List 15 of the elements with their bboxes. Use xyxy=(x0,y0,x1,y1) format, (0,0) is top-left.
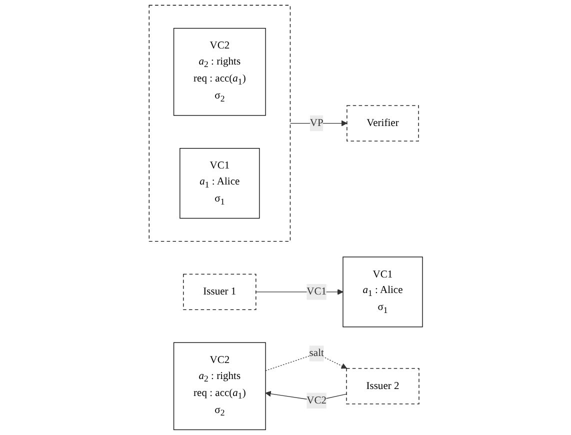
node-box: Verifier xyxy=(346,105,419,142)
cluster xyxy=(148,4,290,242)
node-box: VC1 a$_{1}$ : Alice σ$_{1}$ xyxy=(342,256,422,328)
node-box: VC2 a$_{2}$ : rights req : acc(a$_{1}$) σ$_{2}$ xyxy=(173,342,266,430)
arrow xyxy=(255,289,343,295)
node-box: VC1 a$_{1}$ : Alice σ$_{1}$ xyxy=(179,148,260,219)
arrow xyxy=(264,390,346,401)
edge-label: VC2 xyxy=(306,394,326,406)
arrow xyxy=(264,353,347,372)
edge-label: VP xyxy=(310,117,324,129)
edge-label: VC1 xyxy=(306,286,326,298)
node-box: Issuer 1 xyxy=(182,274,256,310)
edge-label: salt xyxy=(308,348,324,359)
node-box: VC2 a$_{2}$ : rights req : acc(a$_{1}$) σ$_{2}$ xyxy=(173,28,266,116)
node-box: Issuer 2 xyxy=(346,368,419,404)
